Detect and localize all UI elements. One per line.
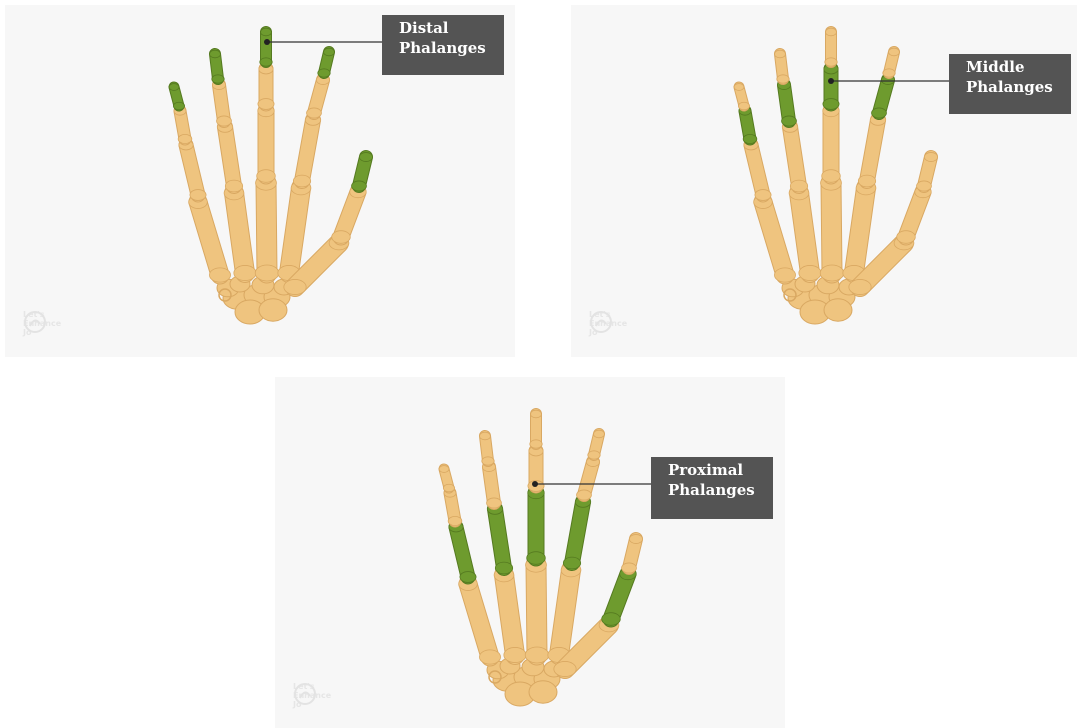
thumb-distal-phalanx	[622, 534, 643, 573]
ring-distal-phalanx	[775, 50, 790, 83]
ring-middle-phalanx	[777, 80, 796, 126]
index-proximal-phalanx	[293, 115, 320, 187]
label-line-2: Phalanges	[399, 38, 494, 58]
little-distal-phalanx	[734, 84, 750, 110]
middle-finger-distal-phalanx	[260, 28, 272, 66]
thumb-proximal-phalanx	[602, 568, 637, 625]
index-middle-phalanx	[872, 75, 895, 118]
little-metacarpal	[754, 196, 796, 283]
logo-icon	[589, 310, 613, 334]
index-proximal-phalanx	[858, 115, 885, 187]
label-line-1: Proximal	[668, 460, 763, 480]
hand-skeleton-proximal	[275, 377, 785, 728]
hand	[734, 28, 938, 324]
little-distal-phalanx	[439, 466, 455, 492]
distal-phalanges-label: Distal Phalanges	[382, 15, 504, 75]
middle-finger-metacarpal	[255, 176, 279, 281]
middle-finger-distal-phalanx	[825, 28, 837, 66]
logo-icon	[23, 310, 47, 334]
thumb-proximal-phalanx	[897, 186, 932, 243]
little-proximal-phalanx	[744, 140, 771, 200]
proximal-phalanges-label: Proximal Phalanges	[651, 457, 773, 519]
leader-dot	[828, 78, 834, 84]
hand	[169, 28, 373, 324]
ring-proximal-phalanx	[217, 122, 242, 192]
carpal-bone	[529, 681, 557, 703]
index-distal-phalanx	[318, 48, 335, 77]
middle-finger-proximal-phalanx	[257, 105, 276, 182]
ring-metacarpal	[224, 186, 256, 280]
ring-middle-phalanx	[482, 462, 501, 508]
ring-distal-phalanx	[480, 432, 495, 465]
middle-finger-proximal-phalanx	[822, 105, 841, 182]
label-line-2: Phalanges	[668, 480, 763, 500]
middle-finger-distal-phalanx	[530, 410, 542, 448]
index-middle-phalanx	[307, 75, 330, 118]
little-middle-phalanx	[174, 107, 192, 144]
carpal-bone	[824, 299, 852, 321]
little-distal-phalanx	[169, 84, 185, 110]
little-middle-phalanx	[739, 107, 757, 144]
ring-middle-phalanx	[212, 80, 231, 126]
middle-finger-metacarpal	[820, 176, 844, 281]
little-middle-phalanx	[444, 489, 462, 526]
label-line-2: Phalanges	[966, 77, 1061, 97]
leader-dot	[264, 39, 270, 45]
thumb-distal-phalanx	[352, 152, 373, 191]
hand	[439, 410, 643, 706]
thumb-proximal-phalanx	[332, 186, 367, 243]
ring-proximal-phalanx	[487, 504, 512, 574]
label-line-1: Middle	[966, 57, 1061, 77]
middle-finger-metacarpal	[525, 558, 549, 663]
middle-phalanges-label: Middle Phalanges	[949, 54, 1071, 114]
leader-dot	[532, 481, 538, 487]
ring-distal-phalanx	[210, 50, 225, 83]
ring-metacarpal	[789, 186, 821, 280]
index-middle-phalanx	[577, 457, 600, 500]
little-proximal-phalanx	[179, 140, 206, 200]
index-distal-phalanx	[883, 48, 900, 77]
little-metacarpal	[189, 196, 231, 283]
ring-metacarpal	[494, 568, 526, 662]
ring-proximal-phalanx	[782, 122, 807, 192]
middle-finger-proximal-phalanx	[527, 487, 546, 564]
index-proximal-phalanx	[563, 497, 590, 569]
middle-finger-middle-phalanx	[258, 64, 274, 109]
little-proximal-phalanx	[449, 522, 476, 582]
logo-icon	[293, 682, 317, 706]
thumb-distal-phalanx	[917, 152, 938, 191]
index-distal-phalanx	[588, 430, 605, 459]
little-metacarpal	[459, 578, 501, 665]
middle-finger-middle-phalanx	[823, 64, 839, 109]
label-line-1: Distal	[399, 18, 494, 38]
carpal-bone	[259, 299, 287, 321]
